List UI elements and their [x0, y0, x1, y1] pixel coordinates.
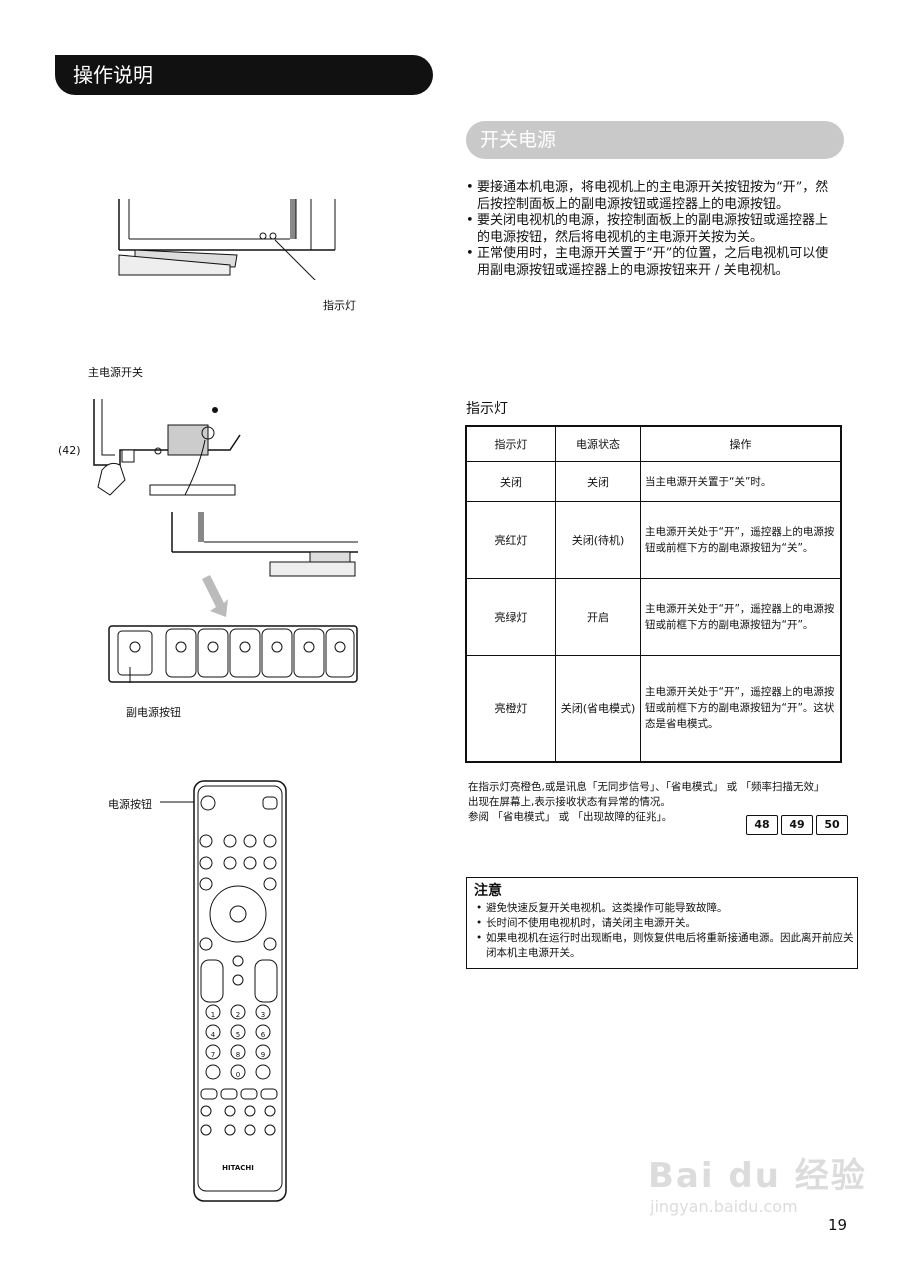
caution-title: 注意 — [474, 883, 502, 899]
remote-brand: HITACHI — [222, 1164, 254, 1172]
indicator-table: 指示灯 电源状态 操作 关闭 关闭 当主电源开关置于“关”时。 亮红灯 关闭(待… — [465, 425, 842, 763]
caution-list: 避免快速反复开关电视机。这类操作可能导致故障。 长时间不使用电视机时，请关闭主电… — [476, 901, 856, 961]
caution-item: 长时间不使用电视机时，请关闭主电源开关。 — [476, 916, 856, 931]
control-panel-illustration — [108, 625, 358, 683]
table-header: 指示灯 — [465, 425, 556, 462]
instruction-item: 要关闭电视机的电源，按控制面板上的副电源按钮或遥控器上的电源按钮，然后将电视机的… — [466, 213, 838, 246]
remote-power-label: 电源按钮 — [108, 798, 152, 811]
watermark: Bai du 经验 jingyan.baidu.com — [648, 1148, 867, 1216]
page-header: 操作说明 — [55, 55, 433, 95]
caution-item: 避免快速反复开关电视机。这类操作可能导致故障。 — [476, 901, 856, 916]
page-ref-49[interactable]: 49 — [781, 815, 813, 835]
tv-bottom-illustration — [171, 512, 358, 577]
svg-text:0: 0 — [236, 1071, 240, 1079]
page-number: 19 — [828, 1216, 848, 1234]
remote-control-illustration: 2 1 3 4 5 6 7 8 9 0 HITACHI — [193, 780, 287, 1202]
watermark-url: jingyan.baidu.com — [650, 1197, 798, 1216]
table-row: 关闭 关闭 当主电源开关置于“关”时。 — [465, 461, 842, 502]
indicator-label: 指示灯 — [323, 299, 356, 312]
svg-text:7: 7 — [211, 1051, 215, 1059]
instruction-item: 要接通本机电源，将电视机上的主电源开关按钮按为“开”，然后按控制面板上的副电源按… — [466, 180, 838, 213]
reference-number: (42) — [58, 444, 81, 457]
table-header: 电源状态 — [555, 425, 641, 462]
svg-text:1: 1 — [211, 1011, 215, 1019]
svg-text:2: 2 — [236, 1011, 240, 1019]
indicator-table-title: 指示灯 — [466, 401, 508, 417]
table-row: 亮橙灯 关闭(省电模式) 主电源开关处于“开”，遥控器上的电源按钮或前框下方的副… — [465, 655, 842, 762]
instruction-item: 正常使用时，主电源开关置于“开”的位置，之后电视机可以使用副电源按钮或遥控器上的… — [466, 246, 838, 279]
svg-text:4: 4 — [211, 1031, 216, 1039]
page-ref-48[interactable]: 48 — [746, 815, 778, 835]
instructions-list: 要接通本机电源，将电视机上的主电源开关按钮按为“开”，然后按控制面板上的副电源按… — [466, 180, 838, 280]
watermark-brand: Bai du 经验 — [648, 1156, 867, 1196]
page-ref-50[interactable]: 50 — [816, 815, 848, 835]
svg-text:8: 8 — [236, 1051, 240, 1059]
main-switch-illustration — [93, 399, 241, 496]
caution-item: 如果电视机在运行时出现断电，则恢复供电后将重新接通电源。因此离开前应关闭本机主电… — [476, 931, 856, 961]
svg-text:9: 9 — [261, 1051, 265, 1059]
svg-text:5: 5 — [236, 1031, 240, 1039]
table-note: 在指示灯亮橙色,或是讯息「无同步信号」、「省电模式」 或 「频率扫描无效」 出现… — [468, 781, 825, 823]
table-header: 操作 — [640, 425, 842, 462]
svg-text:6: 6 — [261, 1031, 266, 1039]
svg-text:3: 3 — [261, 1011, 265, 1019]
sub-power-label: 副电源按钮 — [126, 706, 181, 719]
caution-box — [466, 877, 858, 969]
tv-front-illustration — [118, 199, 336, 280]
arrow-down-icon — [202, 575, 228, 617]
table-row: 亮绿灯 开启 主电源开关处于“开”，遥控器上的电源按钮或前框下方的副电源按钮为“… — [465, 578, 842, 656]
section-title: 开关电源 — [466, 121, 844, 159]
table-row: 亮红灯 关闭(待机) 主电源开关处于“开”，遥控器上的电源按钮或前框下方的副电源… — [465, 501, 842, 579]
main-switch-label: 主电源开关 — [88, 366, 143, 379]
